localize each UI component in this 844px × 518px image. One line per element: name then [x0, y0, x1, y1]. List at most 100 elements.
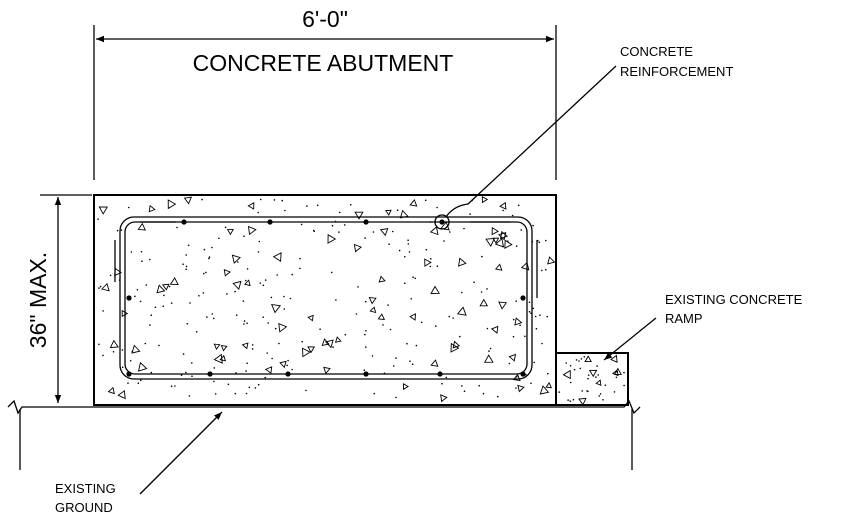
stipple-aggregate	[226, 229, 234, 236]
stipple-dot	[481, 255, 483, 258]
stipple-dot	[567, 399, 569, 401]
stipple-dot	[515, 300, 517, 303]
stipple-dot	[534, 315, 537, 318]
stipple-aggregate	[270, 304, 282, 314]
stipple-dot	[262, 284, 265, 287]
stipple-aggregate	[220, 345, 228, 352]
stipple-dot	[313, 230, 316, 233]
stipple-dot	[259, 198, 262, 201]
stipple-dot	[218, 237, 220, 240]
stipple-dot	[598, 395, 600, 397]
stipple-aggregate	[334, 336, 342, 343]
rebar-outer	[119, 216, 533, 380]
stipple-dot	[569, 400, 571, 403]
stipple-dot	[134, 295, 136, 298]
stipple-dot	[301, 340, 304, 343]
rebar-bar	[126, 295, 132, 301]
stipple-dot	[587, 374, 590, 376]
stipple-dot	[489, 347, 492, 350]
stipple-dot	[335, 299, 337, 301]
stipple-dot	[287, 359, 289, 362]
stipple-dot	[211, 313, 214, 315]
stipple-aggregate	[490, 325, 499, 334]
stipple-dot	[226, 293, 228, 295]
stipple-aggregate	[498, 232, 507, 241]
stipple-dot	[516, 375, 518, 378]
stipple-dot	[112, 351, 115, 353]
stipple-aggregate	[512, 373, 521, 382]
stipple-dot	[583, 356, 586, 358]
stipple-aggregate	[107, 386, 115, 395]
stipple-dot	[158, 344, 160, 347]
stipple-aggregate	[430, 285, 440, 294]
stipple-dot	[613, 391, 616, 393]
rebar-bar	[126, 371, 132, 377]
stipple-dot	[615, 376, 618, 379]
stipple-dot	[195, 331, 198, 333]
concrete-ramp	[555, 352, 629, 406]
stipple-dot	[338, 211, 341, 214]
stipple-dot	[281, 199, 284, 202]
stipple-dot	[515, 387, 517, 389]
stipple-dot	[227, 383, 230, 386]
stipple-dot	[130, 251, 133, 253]
stipple-aggregate	[307, 346, 316, 354]
stipple-dot	[463, 390, 466, 393]
stipple-dot	[176, 226, 178, 229]
stipple-dot	[267, 322, 270, 324]
stipple-dot	[203, 272, 205, 275]
ground-callout: EXISTING GROUND	[55, 411, 223, 515]
stipple-aggregate	[588, 369, 598, 378]
stipple-aggregate	[612, 369, 619, 377]
stipple-dot	[283, 308, 286, 310]
stipple-aggregate	[514, 317, 523, 326]
stipple-aggregate	[517, 384, 525, 393]
stipple-aggregate	[247, 202, 255, 210]
stipple-aggregate	[494, 237, 505, 248]
stipple-dot	[235, 372, 237, 374]
stipple-dot	[538, 241, 541, 243]
ramp-callout: EXISTING CONCRETE RAMP	[603, 292, 803, 361]
stipple-aggregate	[402, 383, 409, 391]
stipple-aggregate	[321, 338, 330, 346]
stipple-dot	[201, 198, 203, 201]
stipple-dot	[449, 231, 451, 233]
stipple-aggregate	[213, 343, 221, 350]
stipple-dot	[565, 362, 567, 364]
stipple-dot	[127, 206, 130, 209]
stipple-dot	[251, 348, 254, 350]
stipple-dot	[545, 268, 547, 271]
stipple-dot	[276, 274, 279, 276]
stipple-dot	[604, 384, 607, 387]
stipple-dot	[136, 289, 139, 291]
stipple-dot	[206, 316, 208, 318]
stipple-dot	[208, 257, 210, 260]
stipple-aggregate	[264, 366, 273, 374]
stipple-aggregate	[278, 322, 288, 333]
stipple-dot	[595, 376, 597, 378]
rebar-bar	[267, 219, 273, 225]
rebar-bar	[520, 371, 526, 377]
stipple-dot	[587, 390, 589, 393]
stipple-dot	[198, 295, 200, 297]
stipple-dot	[429, 265, 432, 268]
stipple-dot	[248, 386, 251, 389]
stipple-aggregate	[485, 237, 496, 248]
stipple-dot	[182, 263, 184, 266]
stipple-dot	[257, 211, 260, 214]
stipple-dot	[530, 382, 532, 385]
stipple-dot	[364, 333, 366, 336]
stipple-dot	[395, 357, 397, 359]
stipple-dot	[443, 240, 445, 242]
stipple-aggregate	[562, 369, 571, 380]
stipple-dot	[186, 322, 189, 325]
stipple-dot	[539, 314, 541, 317]
stipple-dot	[558, 391, 560, 393]
rebar-bar	[285, 371, 291, 377]
stipple-aggregate	[578, 397, 587, 406]
rebar-cage	[114, 216, 538, 380]
ground-leader	[139, 411, 223, 495]
stipple-dot	[580, 358, 583, 360]
stipple-dot	[459, 335, 461, 338]
reinforcement-callout-circle	[434, 214, 450, 230]
